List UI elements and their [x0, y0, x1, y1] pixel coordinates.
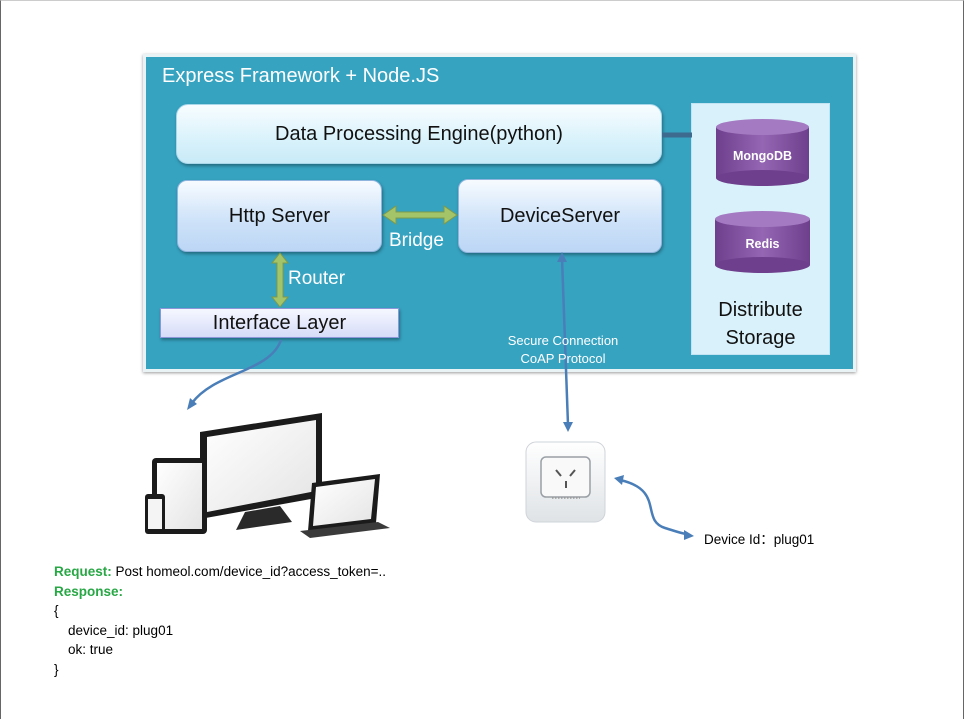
distribute-storage-label: Distribute Storage [691, 296, 830, 352]
json-device-id-line: device_id: plug01 [68, 622, 174, 638]
http-server-label: Http Server [228, 204, 331, 227]
device-id-label: Device Id：plug01 [704, 532, 815, 547]
data-processing-engine-label: Data Processing Engine(python) [275, 122, 563, 145]
mongodb-label: MongoDB [732, 149, 792, 163]
interface-layer-box: Interface Layer [160, 308, 399, 338]
request-value: Post homeol.com/device_id?access_token=.… [111, 564, 387, 579]
storage-label-line2: Storage [725, 327, 796, 349]
router-arrow [270, 252, 290, 308]
storage-label-line1: Distribute [718, 299, 803, 321]
interface-layer-label: Interface Layer [212, 311, 347, 334]
data-processing-engine-box: Data Processing Engine(python) [176, 104, 662, 164]
json-open-brace: { [54, 603, 59, 618]
device-server-box: DeviceServer [458, 179, 662, 253]
api-example-block: Request: Post homeol.com/device_id?acces… [54, 562, 386, 679]
interface-client-connector [187, 339, 283, 410]
request-keyword: Request: [54, 564, 112, 579]
device-server-label: DeviceServer [499, 204, 621, 227]
http-server-box: Http Server [177, 180, 382, 252]
bridge-label: Bridge [389, 230, 444, 251]
bridge-arrow [382, 205, 458, 225]
json-close-brace: } [54, 661, 59, 677]
router-label: Router [288, 268, 346, 289]
json-ok-line: ok: true [68, 642, 114, 657]
smart-plug-icon [525, 441, 606, 523]
redis-cylinder-icon [715, 211, 810, 273]
redis-label: Redis [745, 237, 780, 251]
secure-connection-text: Secure Connection [507, 333, 619, 348]
request-line: Request: Post homeol.com/device_id?acces… [54, 562, 386, 582]
coap-protocol-text: CoAP Protocol [520, 351, 606, 366]
plug-device-id-connector [614, 475, 694, 540]
client-devices-icon [145, 413, 390, 538]
mongodb-cylinder-icon [716, 119, 809, 186]
device-plug-connector [557, 252, 573, 432]
secure-connection-label: Secure Connection CoAP Protocol [488, 332, 638, 368]
response-keyword: Response: [54, 583, 124, 599]
framework-title: Express Framework + Node.JS [162, 65, 440, 87]
